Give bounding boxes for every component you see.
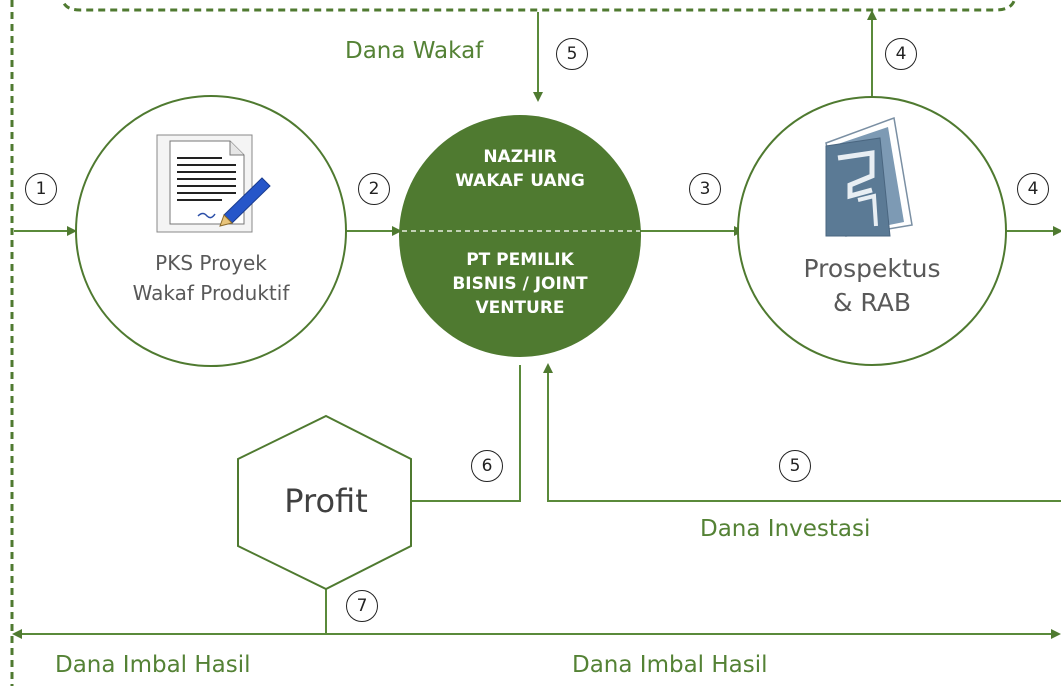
profit-hexagon bbox=[237, 414, 412, 591]
prospektus-label-line2: & RAB bbox=[832, 288, 912, 317]
document-with-pen-icon bbox=[156, 134, 271, 233]
pks-label-line2: Wakaf Produktif bbox=[132, 281, 290, 305]
step-7-badge: 7 bbox=[346, 590, 378, 622]
pt-label-line3: VENTURE bbox=[475, 298, 565, 318]
step-6-badge: 6 bbox=[471, 450, 503, 482]
label-dana-imbal-hasil-mid: Dana Imbal Hasil bbox=[572, 652, 768, 678]
dashed-top-box bbox=[61, 0, 1016, 12]
pt-label-line1: PT PEMILIK bbox=[466, 250, 574, 270]
pks-node-label: PKS Proyek Wakaf Produktif bbox=[101, 248, 321, 308]
profit-label: Profit bbox=[284, 482, 368, 520]
step-1-badge: 1 bbox=[25, 173, 57, 205]
label-dana-wakaf: Dana Wakaf bbox=[345, 38, 484, 64]
step-5-top-badge: 5 bbox=[556, 38, 588, 70]
pt-label: PT PEMILIK BISNIS / JOINT VENTURE bbox=[420, 248, 620, 320]
arrow-6-profit bbox=[390, 365, 521, 506]
pks-label-line1: PKS Proyek bbox=[155, 251, 267, 275]
nazhir-label-line1: NAZHIR bbox=[483, 147, 557, 167]
step-2-badge: 2 bbox=[358, 173, 390, 205]
prospektus-label-line1: Prospektus bbox=[803, 254, 941, 283]
step-4-top-badge: 4 bbox=[885, 38, 917, 70]
nazhir-node-circle bbox=[399, 115, 641, 357]
label-dana-imbal-hasil-left: Dana Imbal Hasil bbox=[55, 652, 251, 678]
nazhir-label: NAZHIR WAKAF UANG bbox=[420, 145, 620, 193]
prospektus-node-label: Prospektus & RAB bbox=[772, 252, 972, 320]
pt-label-line2: BISNIS / JOINT bbox=[452, 274, 588, 294]
step-5-bottom-badge: 5 bbox=[779, 450, 811, 482]
brochure-icon bbox=[825, 116, 913, 237]
label-dana-investasi: Dana Investasi bbox=[700, 516, 871, 542]
nazhir-label-line2: WAKAF UANG bbox=[455, 171, 585, 191]
step-4-right-badge: 4 bbox=[1017, 173, 1049, 205]
arrow-5-investasi bbox=[543, 363, 1061, 502]
step-3-badge: 3 bbox=[689, 173, 721, 205]
